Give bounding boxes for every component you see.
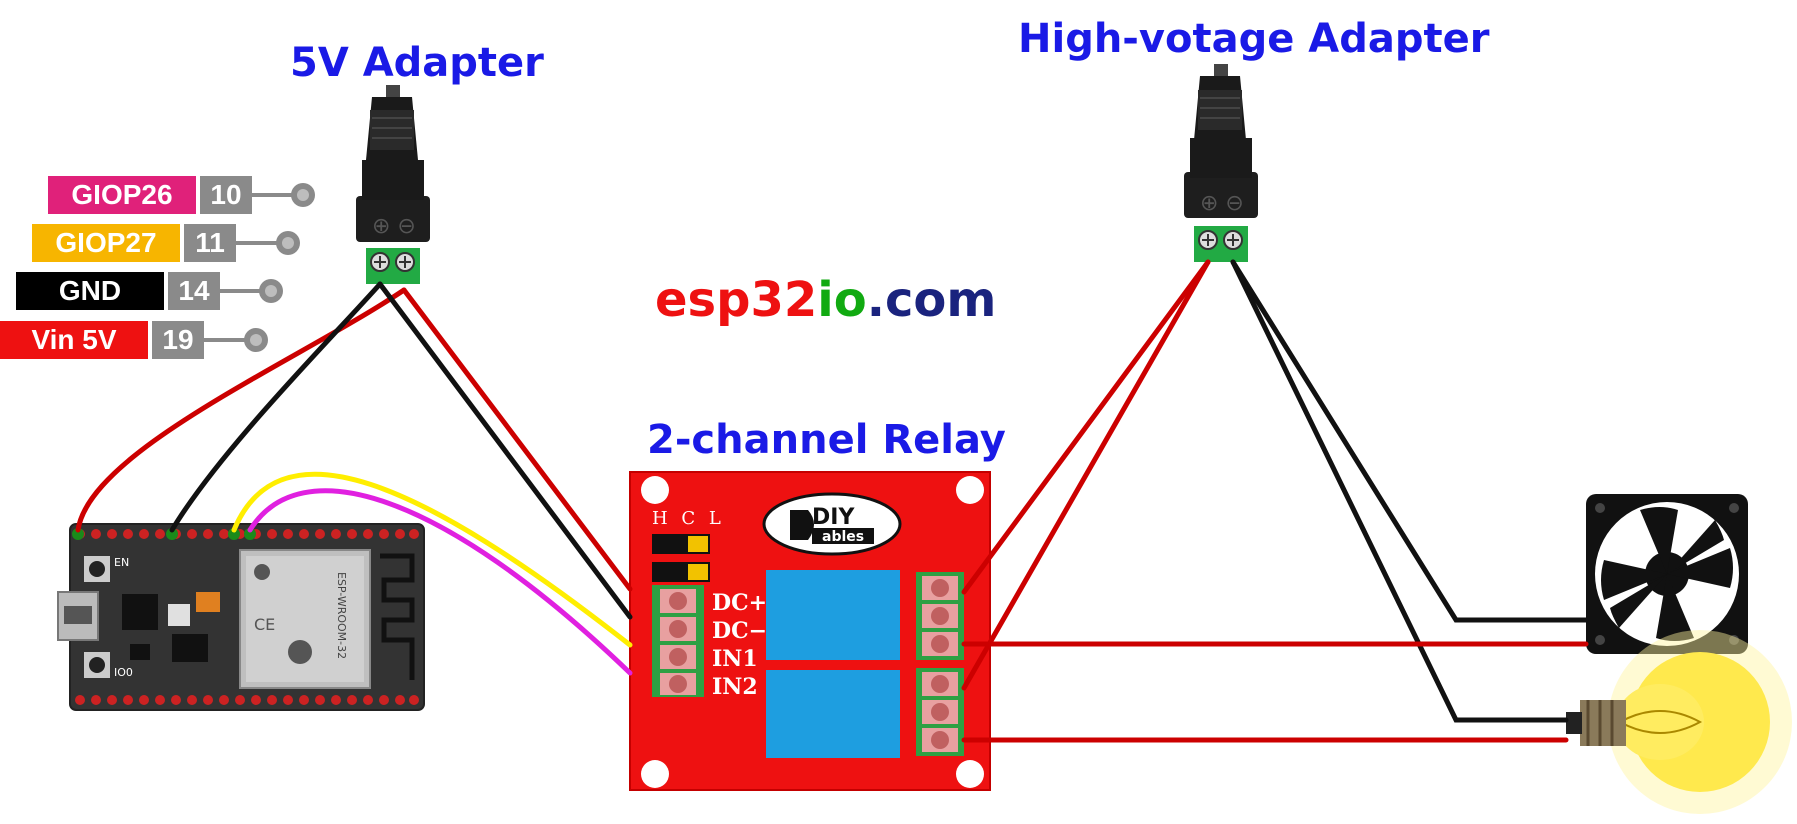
esp32-en-label: EN — [114, 556, 129, 569]
relay-terminal-in1: IN1 — [712, 646, 758, 672]
site-watermark-title: esp32io.com — [655, 272, 996, 328]
pin-connectors — [204, 183, 315, 352]
pin-number-14: 14 — [168, 272, 220, 310]
fan-icon — [1586, 494, 1748, 654]
wifi-icon — [254, 564, 270, 580]
light-bulb-icon — [1566, 630, 1792, 814]
svg-text:⊕ ⊖: ⊕ ⊖ — [1200, 191, 1244, 216]
title-hv-adapter: High-votage Adapter — [1018, 16, 1490, 62]
relay-hcl-label: H C L — [652, 508, 725, 529]
ce-mark-icon: CE — [254, 615, 275, 634]
site-part-esp32: esp32 — [655, 272, 818, 328]
title-5v-adapter: 5V Adapter — [290, 40, 544, 86]
relay-terminal-dc-minus: DC− — [712, 618, 768, 644]
esp32-module-text: ESP-WROOM-32 — [335, 572, 348, 659]
dc-jack-hv-icon: ⊕ ⊖ — [1184, 64, 1258, 262]
relay-logo-sub: ables — [822, 529, 864, 545]
pin-number-10: 10 — [200, 176, 252, 214]
pin-label-vin-5v: Vin 5V — [0, 321, 148, 359]
relay-terminal-dc-plus: DC+ — [712, 590, 768, 616]
svg-text:CE: CE — [254, 615, 275, 634]
relay-board: DIY ables — [629, 471, 991, 791]
pin-label-giop26: GIOP26 — [48, 176, 196, 214]
wires-5v — [75, 281, 633, 676]
site-part-com: .com — [866, 272, 997, 328]
relay-terminal-in2: IN2 — [712, 674, 758, 700]
pin-label-giop27: GIOP27 — [32, 224, 180, 262]
dc-jack-icon: ⊕ ⊖ — [356, 85, 430, 284]
pin-number-19: 19 — [152, 321, 204, 359]
relay-logo-text: DIY — [812, 505, 855, 530]
wires-hv — [961, 259, 1589, 743]
pin-number-11: 11 — [184, 224, 236, 262]
site-part-io: io — [817, 272, 867, 328]
esp32-board: EN IO0 ESP-WROOM-32 CE — [57, 523, 425, 711]
svg-text:⊕ ⊖: ⊕ ⊖ — [372, 214, 416, 239]
esp32-io0-label: IO0 — [114, 666, 133, 679]
title-relay: 2-channel Relay — [647, 417, 1006, 463]
pin-label-gnd: GND — [16, 272, 164, 310]
